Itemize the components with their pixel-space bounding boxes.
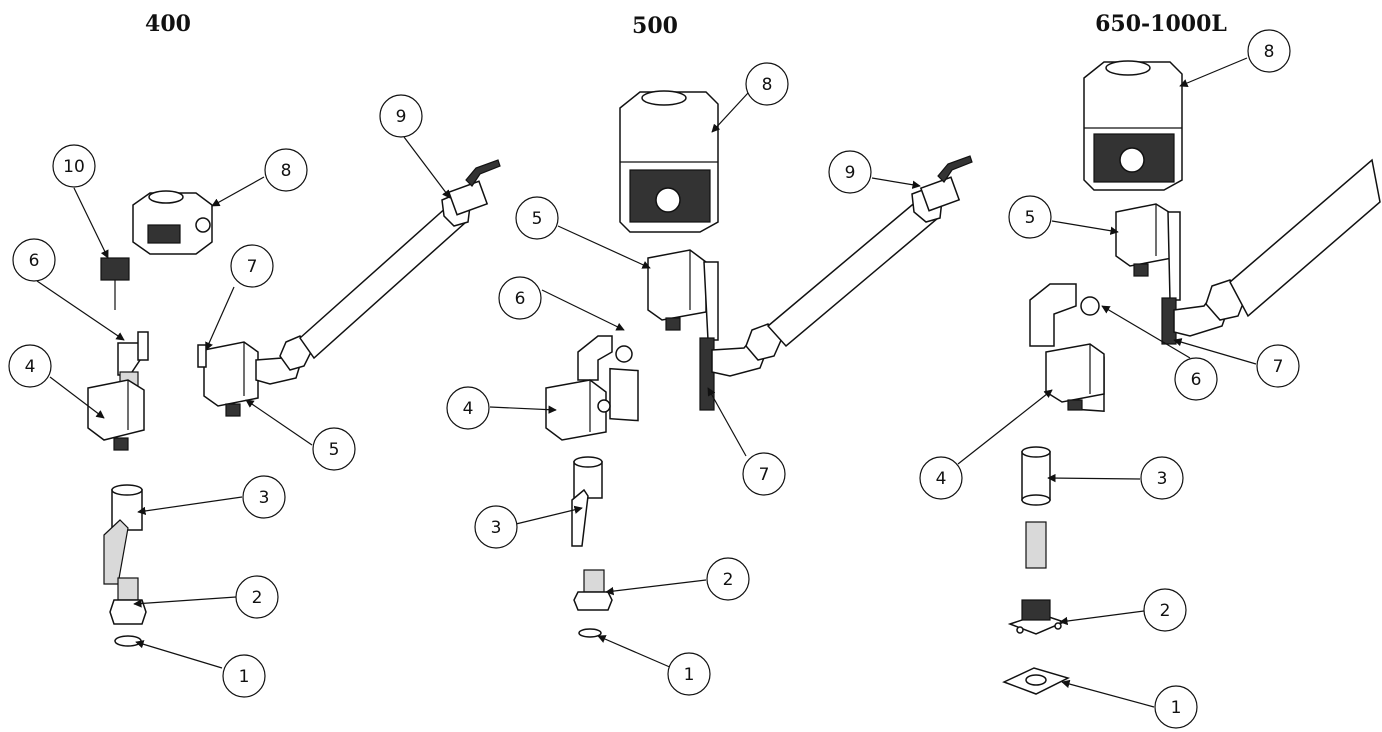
bracket-500	[699, 337, 715, 411]
elbow-500	[577, 335, 639, 422]
callout-650-5: 5	[1025, 208, 1036, 228]
callouts-650-1000l: 8 5 6 7 4 3 2 1	[919, 29, 1300, 729]
callout-650-4: 4	[936, 469, 947, 489]
callout-650-1: 1	[1171, 698, 1182, 718]
callout-400-9: 9	[396, 107, 407, 127]
callout-500-9: 9	[845, 163, 856, 183]
nipple-500	[573, 569, 613, 611]
elbow-400	[117, 331, 149, 389]
pipe-400	[255, 193, 471, 385]
callout-650-7: 7	[1273, 357, 1284, 377]
callout-400-5: 5	[329, 440, 340, 460]
callout-500-4: 4	[463, 399, 474, 419]
callout-650-8: 8	[1264, 42, 1275, 62]
callout-500-7: 7	[759, 465, 770, 485]
callout-650-3: 3	[1157, 469, 1168, 489]
assembly-500	[545, 90, 973, 638]
callout-650-2: 2	[1160, 601, 1171, 621]
callout-400-4: 4	[25, 357, 36, 377]
callout-400-1: 1	[239, 667, 250, 687]
gasket-400	[114, 635, 142, 647]
callout-400-10: 10	[63, 157, 85, 177]
pressure-switch-400	[87, 379, 145, 451]
nipple-400	[109, 577, 147, 625]
gas-valve-650	[1083, 60, 1183, 191]
nipple-650	[1025, 521, 1047, 569]
pipe-650	[1173, 158, 1381, 337]
gasket-500	[578, 628, 602, 638]
callout-500-3: 3	[491, 518, 502, 538]
callout-650-6: 6	[1191, 370, 1202, 390]
assembly-650-1000l	[1002, 60, 1381, 695]
title-650-1000l: 650-1000L	[1095, 11, 1227, 37]
callout-500-8: 8	[762, 75, 773, 95]
gas-valve-500	[619, 90, 719, 233]
flange-650	[1007, 599, 1067, 635]
assembly-400	[87, 159, 501, 647]
pressure-switch-5-400	[197, 341, 259, 417]
callout-400-3: 3	[259, 488, 270, 508]
callout-400-8: 8	[281, 161, 292, 181]
callout-500-1: 1	[684, 665, 695, 685]
pressure-switch-5-500	[647, 249, 719, 341]
callout-500-2: 2	[723, 570, 734, 590]
pipe-500	[711, 187, 943, 377]
pressure-switch-500	[545, 379, 611, 441]
callout-500-5: 5	[532, 209, 543, 229]
gas-valve-400	[132, 190, 213, 255]
callout-400-2: 2	[252, 588, 263, 608]
callouts-400: 10 8 9 6 7 4 5 3 2 1	[8, 94, 423, 698]
shutoff-valve-500	[571, 456, 603, 547]
ball-valve-400	[447, 159, 501, 216]
gasket-plate-650	[1002, 667, 1071, 695]
title-500: 500	[632, 13, 678, 39]
leader-lines	[36, 57, 1257, 708]
callout-400-6: 6	[29, 251, 40, 271]
shutoff-valve-400	[103, 484, 143, 585]
callout-400-7: 7	[247, 257, 258, 277]
callout-500-6: 6	[515, 289, 526, 309]
callouts-500: 8 9 5 6 4 7 3 2 1	[446, 62, 872, 696]
shutoff-valve-650	[1021, 446, 1051, 506]
ball-valve-500	[919, 155, 973, 212]
pressure-switch-5-650	[1115, 203, 1181, 301]
sensor-box-400	[100, 257, 130, 310]
title-400: 400	[145, 11, 191, 37]
